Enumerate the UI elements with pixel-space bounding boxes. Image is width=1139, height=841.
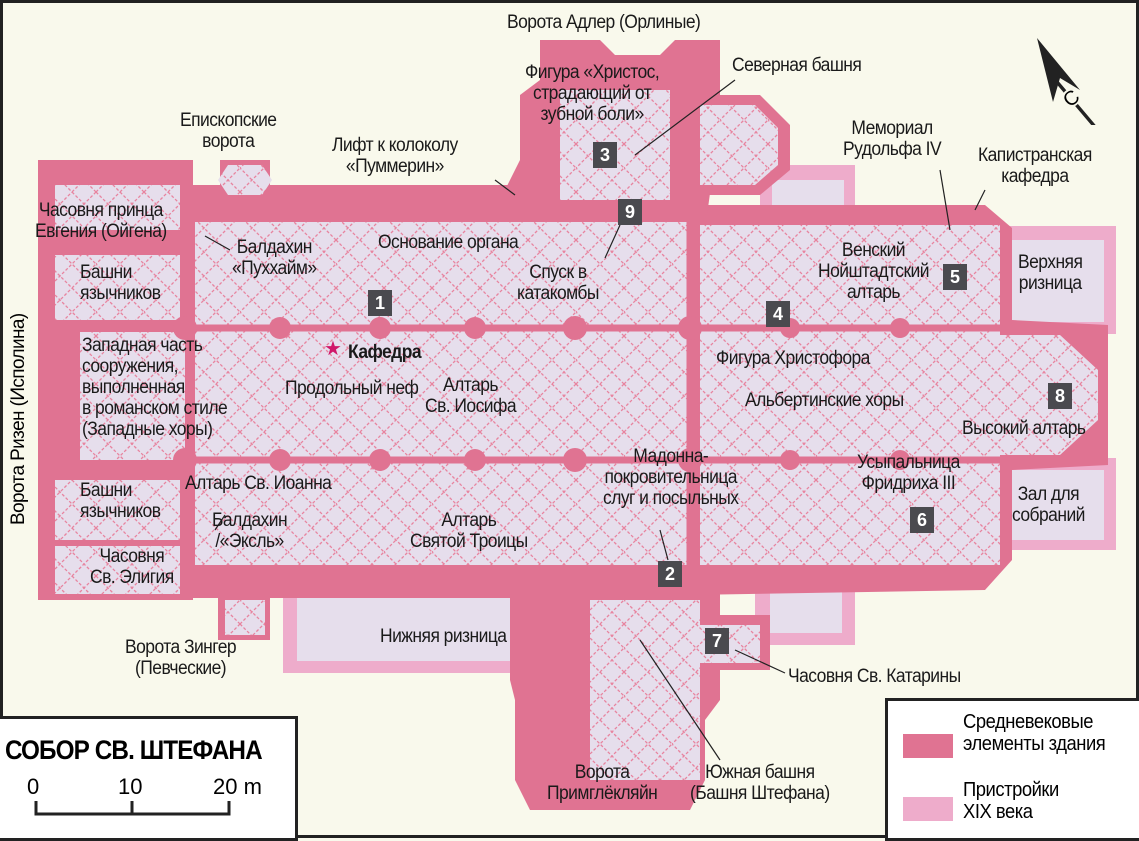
legend-swatch-19th-century bbox=[903, 797, 953, 821]
aisle-walls bbox=[185, 205, 1010, 595]
legend-label-19th-century: Пристройки XIX века bbox=[963, 779, 1059, 823]
map-title: СОБОР СВ. ШТЕФАНА bbox=[5, 735, 263, 765]
legend: Средневековые элементы здания Пристройки… bbox=[885, 698, 1139, 841]
label-eligius-chapel: Часовня Св. Элигия bbox=[90, 546, 174, 588]
label-north-tower: Северная башня bbox=[732, 55, 862, 76]
label-albertine-choir: Альбертинские хоры bbox=[745, 390, 904, 411]
label-primglocklein-gate: Ворота Примглёкляйн bbox=[547, 762, 658, 804]
north-arrow-icon: С bbox=[1037, 38, 1096, 125]
label-christ-figure: Фигура «Христос, страдающий от зубной бо… bbox=[525, 62, 660, 125]
label-organ: Основание органа bbox=[378, 232, 519, 253]
label-trinity-altar: Алтарь Святой Троицы bbox=[410, 510, 528, 552]
label-bishop-gate: Епископские ворота bbox=[180, 110, 277, 152]
scale-tick-0: 0 bbox=[27, 774, 40, 799]
star-icon: ★ bbox=[324, 338, 342, 360]
badge-9: 9 bbox=[618, 199, 642, 225]
label-heathen-towers-south: Башни язычников bbox=[80, 480, 161, 522]
label-upper-sacristy: Верхняя ризница bbox=[1018, 252, 1083, 294]
badge-6: 6 bbox=[910, 507, 934, 533]
label-catherine-chapel: Часовня Св. Катарины bbox=[788, 666, 961, 687]
label-south-tower: Южная башня (Башня Штефана) bbox=[690, 762, 830, 804]
label-pulpit: Кафедра bbox=[348, 342, 422, 363]
badge-8: 8 bbox=[1048, 383, 1072, 409]
label-high-altar: Высокий алтарь bbox=[962, 418, 1086, 439]
label-puchheim: Балдахин «Пуххайм» bbox=[232, 237, 317, 279]
legend-swatch-medieval bbox=[903, 734, 953, 758]
label-neustadt-altar: Венский Нойштадтский алтарь bbox=[818, 240, 930, 303]
label-assembly-hall: Зал для собраний bbox=[1012, 484, 1085, 526]
badge-2: 2 bbox=[658, 561, 682, 587]
label-heathen-towers-north: Башни язычников bbox=[80, 262, 161, 304]
scale-bar bbox=[34, 801, 231, 816]
label-lower-sacristy: Нижняя ризница bbox=[380, 626, 507, 647]
nineteenth-interiors bbox=[297, 180, 1104, 661]
scale-tick-20: 20 m bbox=[213, 774, 262, 799]
badge-3: 3 bbox=[593, 142, 617, 168]
label-john-altar: Алтарь Св. Иоанна bbox=[185, 473, 332, 494]
badge-4: 4 bbox=[766, 301, 790, 327]
badge-5: 5 bbox=[943, 264, 967, 290]
label-adler-gate: Ворота Адлер (Орлиные) bbox=[507, 12, 701, 33]
leader-lines bbox=[204, 79, 986, 761]
label-singer-gate: Ворота Зингер (Певческие) bbox=[125, 637, 237, 679]
scale-tick-10: 10 bbox=[118, 774, 143, 799]
label-catacombs: Спуск в катакомбы bbox=[517, 262, 599, 304]
label-west-part: Западная часть сооружения, выполненная в… bbox=[82, 335, 228, 440]
title-box: СОБОР СВ. ШТЕФАНА 0 10 20 m bbox=[0, 716, 298, 841]
badge-1: 1 bbox=[368, 290, 392, 316]
label-madonna: Мадонна- покровительница слуг и посыльны… bbox=[603, 446, 739, 509]
badge-7: 7 bbox=[705, 628, 729, 654]
label-nave: Продольный неф bbox=[285, 378, 419, 399]
label-frederick-tomb: Усыпальница Фридриха III bbox=[857, 452, 960, 494]
label-joseph-altar: Алтарь Св. Иосифа bbox=[425, 375, 517, 417]
label-christopher: Фигура Христофора bbox=[716, 348, 870, 369]
label-capistran-pulpit: Капистранская кафедра bbox=[978, 145, 1092, 187]
label-riesen-gate: Ворота Ризен (Исполина) bbox=[8, 313, 29, 525]
label-oexl: Балдахин /«Эксль» bbox=[212, 510, 288, 552]
label-lift: Лифт к колоколу «Пуммерин» bbox=[332, 135, 458, 177]
legend-label-medieval: Средневековые элементы здания bbox=[963, 711, 1106, 755]
interior-vaults bbox=[55, 90, 1098, 780]
label-rudolf-memorial: Мемориал Рудольфа IV bbox=[843, 118, 942, 160]
label-eugene-chapel: Часовня принца Евгения (Ойгена) bbox=[35, 200, 167, 242]
